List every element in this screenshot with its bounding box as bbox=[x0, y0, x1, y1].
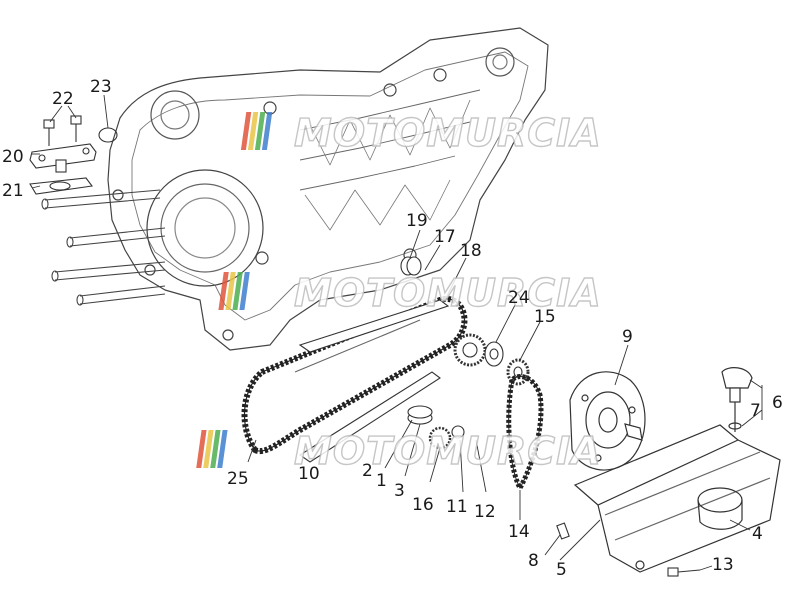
callout-10: 10 bbox=[298, 464, 320, 484]
tensioner-gasket bbox=[29, 177, 93, 195]
watermark-stripe bbox=[240, 112, 252, 150]
watermark-stripe bbox=[254, 112, 266, 150]
timing-chain bbox=[241, 295, 468, 455]
oil-pump-chain bbox=[506, 374, 544, 494]
callout-21: 21 bbox=[2, 181, 24, 201]
callout-6: 6 bbox=[772, 393, 783, 413]
oil-pump-small-parts bbox=[407, 405, 465, 450]
chain-tensioner-group bbox=[29, 115, 118, 195]
callout-labels: 22 23 20 21 19 17 18 24 15 9 6 7 4 13 5 … bbox=[2, 77, 783, 580]
callout-18: 18 bbox=[460, 241, 482, 261]
watermark-text: MOTOMURCIA bbox=[294, 429, 602, 473]
callout-25: 25 bbox=[227, 469, 249, 489]
watermark-stripe bbox=[218, 272, 229, 310]
callout-12: 12 bbox=[474, 502, 496, 522]
callout-19: 19 bbox=[406, 211, 428, 231]
oil-sump bbox=[573, 424, 781, 573]
dipstick-o-ring bbox=[728, 422, 742, 430]
oil-dipstick bbox=[721, 367, 753, 432]
callout-20: 20 bbox=[2, 147, 24, 167]
callout-1: 1 bbox=[376, 471, 387, 491]
oil-pump-cover bbox=[569, 371, 646, 471]
callout-2: 2 bbox=[362, 461, 373, 481]
callout-24: 24 bbox=[508, 288, 530, 308]
callout-3: 3 bbox=[394, 481, 405, 501]
watermark-stripe bbox=[225, 272, 236, 310]
callout-17: 17 bbox=[434, 227, 456, 247]
drain-bolt bbox=[667, 567, 701, 577]
sprocket-washer bbox=[484, 341, 504, 367]
callout-8: 8 bbox=[528, 551, 539, 571]
watermark-text: MOTOMURCIA bbox=[294, 111, 602, 155]
tensioner-bolt-left bbox=[43, 119, 55, 146]
leader-lines bbox=[31, 94, 763, 571]
watermark-stripe bbox=[196, 430, 207, 468]
watermark-text: MOTOMURCIA bbox=[294, 271, 602, 315]
callout-9: 9 bbox=[622, 327, 633, 347]
chain-guide-upper bbox=[298, 299, 450, 353]
chain-roller bbox=[400, 256, 422, 276]
tensioner-plunger bbox=[55, 159, 67, 173]
watermark-stripe bbox=[203, 430, 214, 468]
callout-15: 15 bbox=[534, 307, 556, 327]
callout-11: 11 bbox=[446, 497, 468, 517]
watermark-stripe bbox=[217, 430, 228, 468]
callout-16: 16 bbox=[412, 495, 434, 515]
watermark-logo: MOTOMURCIA bbox=[240, 110, 602, 156]
watermark-stripe bbox=[261, 112, 273, 150]
cylinder-studs bbox=[41, 189, 166, 306]
callout-4: 4 bbox=[752, 524, 763, 544]
crank-sprocket bbox=[453, 333, 487, 367]
watermark-stripe bbox=[239, 272, 250, 310]
callout-5: 5 bbox=[556, 560, 567, 580]
watermark-stripe bbox=[247, 112, 259, 150]
callout-22: 22 bbox=[52, 89, 74, 109]
callout-7: 7 bbox=[750, 401, 761, 421]
tensioner-bolt-right bbox=[70, 115, 82, 142]
watermark-logo: MOTOMURCIA bbox=[218, 270, 602, 316]
callout-13: 13 bbox=[712, 555, 734, 575]
watermark-logo: MOTOMURCIA bbox=[196, 428, 602, 474]
chain-tensioner-body bbox=[29, 143, 97, 169]
locating-pin bbox=[556, 522, 570, 540]
callout-14: 14 bbox=[508, 522, 530, 542]
watermark-stripe bbox=[210, 430, 221, 468]
chain-slider-lower bbox=[299, 371, 441, 463]
callout-23: 23 bbox=[90, 77, 112, 97]
chain-guides bbox=[294, 299, 450, 463]
watermark-layer: MOTOMURCIA MOTOMURCIA MOTOMURCIA bbox=[196, 110, 602, 474]
watermark-stripe bbox=[232, 272, 243, 310]
